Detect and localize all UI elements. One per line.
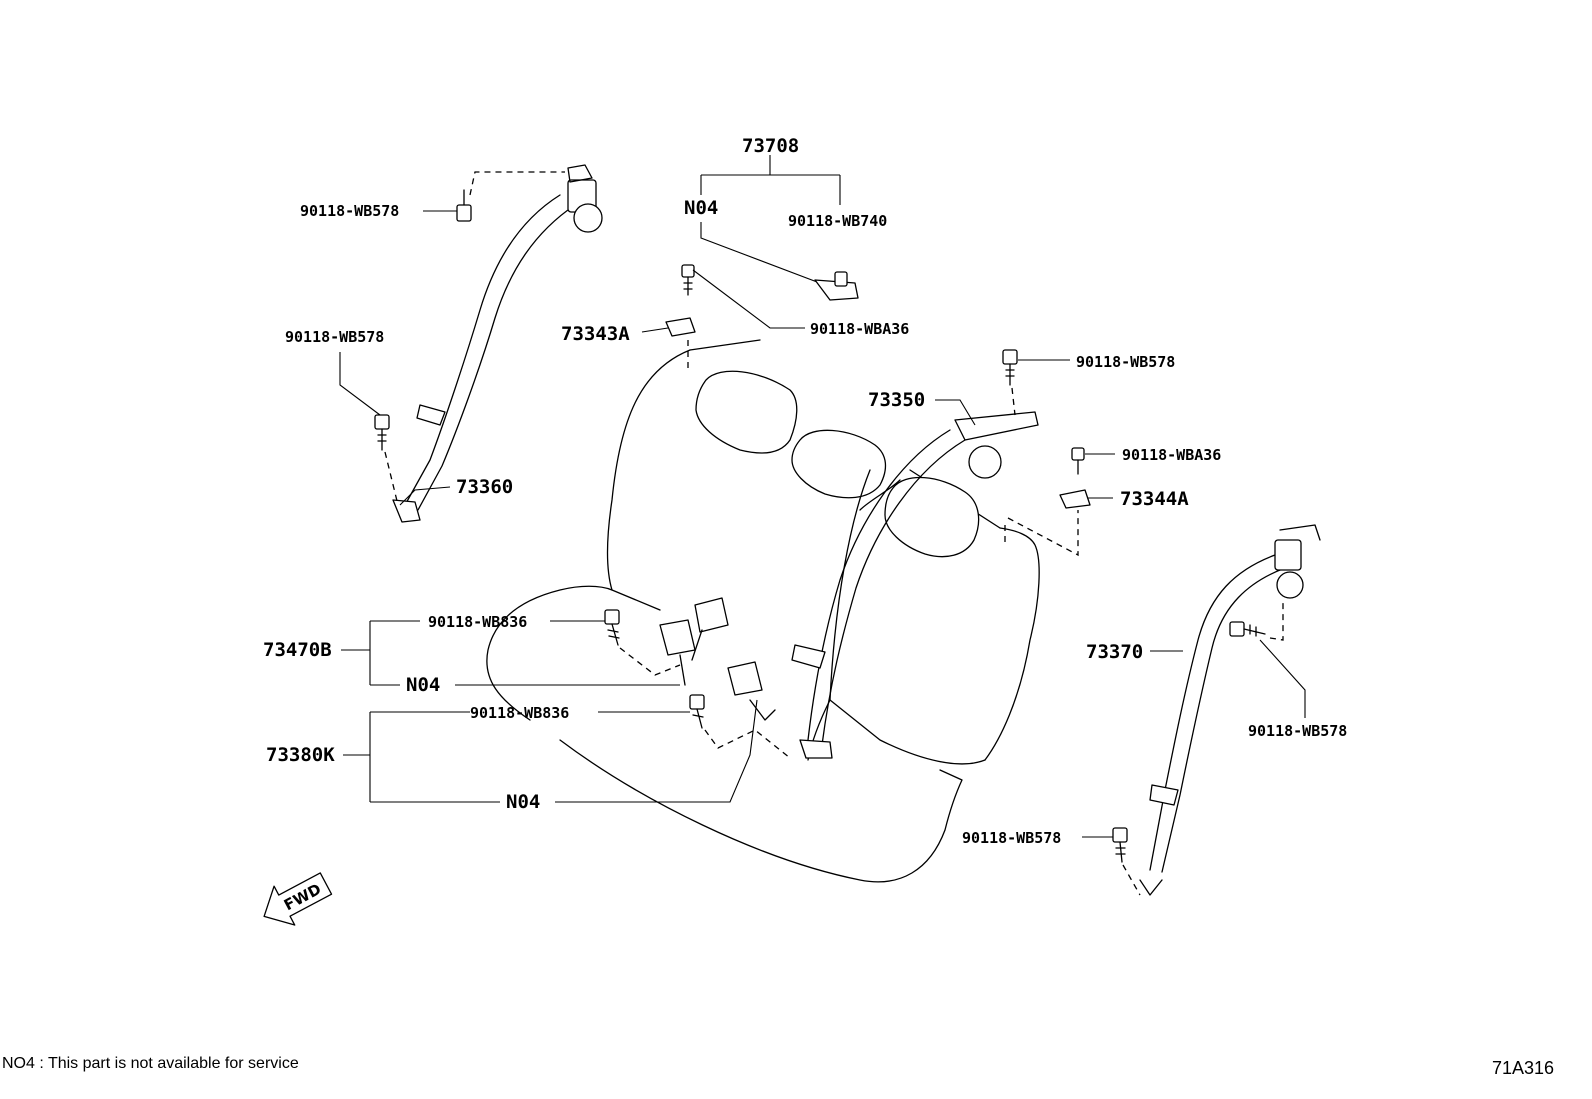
clip-73343A [665,264,805,370]
bolt-icon [1071,447,1085,475]
bolt-icon [1229,621,1266,637]
callout-90118-wb578-tl: 90118-WB578 [300,202,399,220]
right-outer-belt-assembly [1112,524,1321,896]
middle-headrest [791,429,887,499]
center-belt-assembly [791,349,1039,759]
callout-90118-wb578-tr: 90118-WB578 [1076,353,1175,371]
callout-90118-wb740: 90118-WB740 [788,212,887,230]
callout-90118-wba36-top: 90118-WBA36 [810,320,909,338]
callout-90118-wb578-rb: 90118-WB578 [962,829,1061,847]
clip-73344A [1004,447,1091,557]
callout-73470b: 73470B [263,639,332,661]
leader-lines [339,210,1306,838]
buckle-73470B [604,597,729,686]
bolt-icon [681,264,695,296]
rear-seat [486,339,1040,883]
callout-90118-wb578-rr: 90118-WB578 [1248,722,1347,740]
callout-90118-wb836-b: 90118-WB836 [470,704,569,722]
right-headrest [884,476,980,558]
callout-n04-low: N04 [506,791,540,813]
callout-90118-wba36-r: 90118-WBA36 [1122,446,1221,464]
buckle-73380K [689,661,791,759]
left-outer-belt-assembly [374,164,603,523]
bolt-icon [374,414,390,451]
bolt-icon [604,609,620,646]
bolt-icon [689,694,705,729]
callout-labels: 73708 N04 90118-WB740 90118-WBA36 73343A… [263,135,1347,847]
callout-73380k: 73380K [266,744,335,766]
callout-n04-top: N04 [684,197,718,219]
fwd-arrow-icon: FWD [263,872,333,926]
callout-90118-wb836-a: 90118-WB836 [428,613,527,631]
callout-73350: 73350 [868,389,925,411]
bolt-icon [1002,349,1018,386]
bolt-icon [1112,827,1128,863]
bolt-icon [456,189,472,222]
figure-code: 71A316 [1492,1058,1554,1078]
callout-n04-mid: N04 [406,674,440,696]
center-bracket-73708 [700,155,859,301]
callout-90118-wb578-ml: 90118-WB578 [285,328,384,346]
callout-73344a: 73344A [1120,488,1189,510]
footnote: NO4 : This part is not available for ser… [2,1055,299,1072]
left-headrest [695,370,798,454]
callout-73708: 73708 [742,135,799,157]
callout-73360: 73360 [456,476,513,498]
callout-73370: 73370 [1086,641,1143,663]
callout-73343a: 73343A [561,323,630,345]
